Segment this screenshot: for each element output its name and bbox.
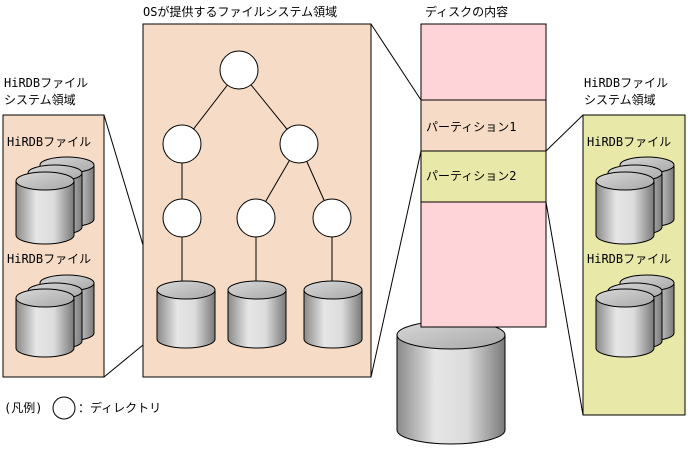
os-area-title: OSが提供するファイルシステム領域 [143,4,337,19]
directory-node-icon [162,198,202,238]
directory-node-icon [219,50,259,90]
left-area-title-line2: システム領域 [4,92,76,107]
partition-2-label: パーティション2 [426,169,517,183]
partition-2 [420,150,547,203]
connector-line [545,114,584,152]
cylinder-icon [595,171,655,245]
connector-line [103,114,144,246]
right-file-label-1: HiRDBファイル [587,135,671,149]
disk-region-bottom [420,201,547,328]
left-file-stack-2 [15,274,95,358]
file-cylinder-icon [156,280,216,349]
partition-1-label: パーティション1 [426,120,517,134]
directory-node-icon [279,124,319,164]
left-file-label-1: HiRDBファイル [7,135,91,149]
partition-1 [420,99,547,152]
legend-description: ：ディレクトリ [78,400,161,415]
directory-node-icon [236,198,276,238]
connector-line [103,344,144,378]
legend-directory-icon [52,396,76,420]
right-file-stack-1 [595,156,675,245]
left-area-title-line1: HiRDBファイル [4,76,88,90]
disk-cylinder-icon [396,320,506,445]
directory-node-icon [162,124,202,164]
legend-prefix: (凡例) [4,401,42,415]
file-cylinder-icon [303,280,363,349]
right-file-label-2: HiRDBファイル [587,252,671,266]
disk-contents-title: ディスクの内容 [425,4,508,19]
cylinder-icon [15,171,75,245]
file-cylinder-icon [227,280,287,349]
connector-line [545,201,584,416]
left-file-label-2: HiRDBファイル [7,252,91,266]
cylinder-icon [15,288,75,358]
right-file-stack-2 [595,274,675,358]
cylinder-icon [595,288,655,358]
left-file-stack-1 [15,156,95,245]
disk-region-top [420,23,547,101]
connector-line [370,150,422,378]
right-area-title-line2: システム領域 [584,92,656,107]
connector-line [370,23,422,101]
directory-node-icon [312,198,352,238]
right-area-title-line1: HiRDBファイル [584,76,668,90]
